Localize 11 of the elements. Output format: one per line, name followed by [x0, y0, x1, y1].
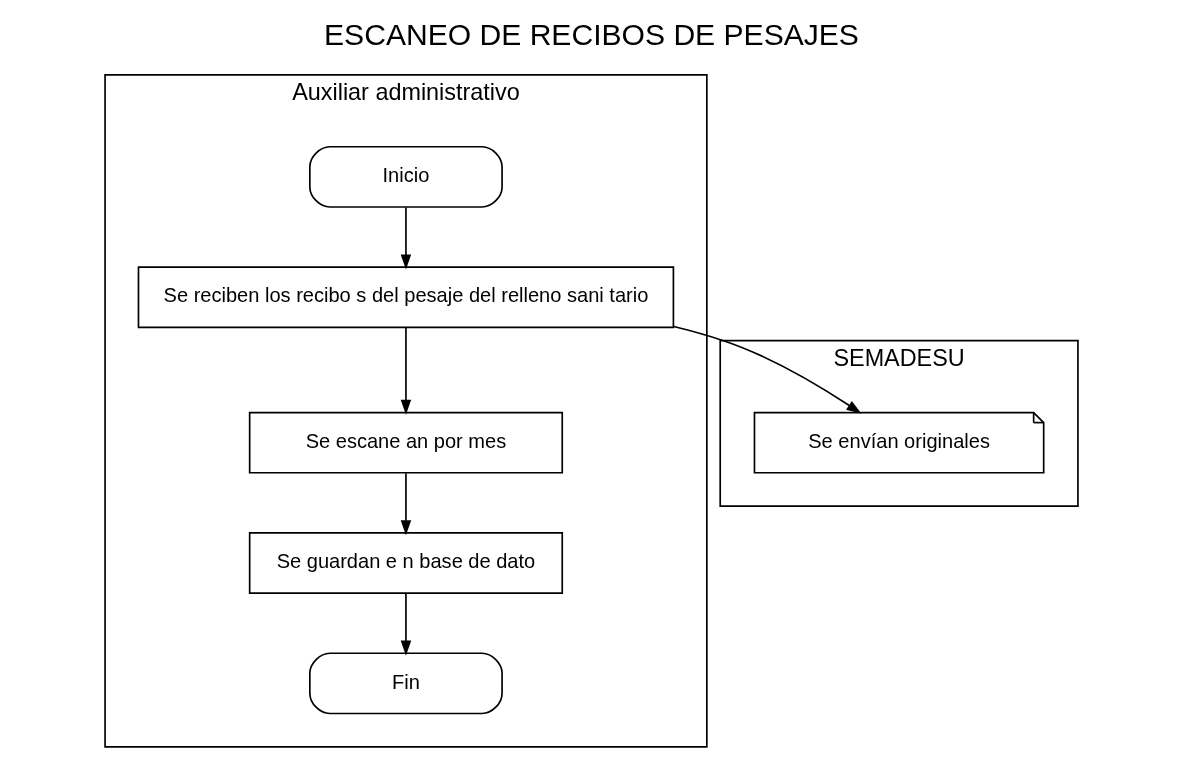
arrow	[400, 472, 411, 536]
node-box: Inicio	[308, 145, 503, 208]
node-box: Se guardan e n base de dato	[248, 532, 563, 594]
arrow	[400, 206, 411, 270]
arrow	[400, 592, 411, 656]
arrow	[400, 326, 411, 415]
node-box: Se escane an por mes	[248, 411, 563, 474]
diagram-title: ESCANEO DE RECIBOS DE PESAJES	[323, 18, 859, 52]
node-box: Fin	[308, 652, 503, 715]
arrow	[672, 325, 861, 414]
node-box: Se reciben los recibo s del pesaje del relleno sani tario	[137, 266, 674, 329]
